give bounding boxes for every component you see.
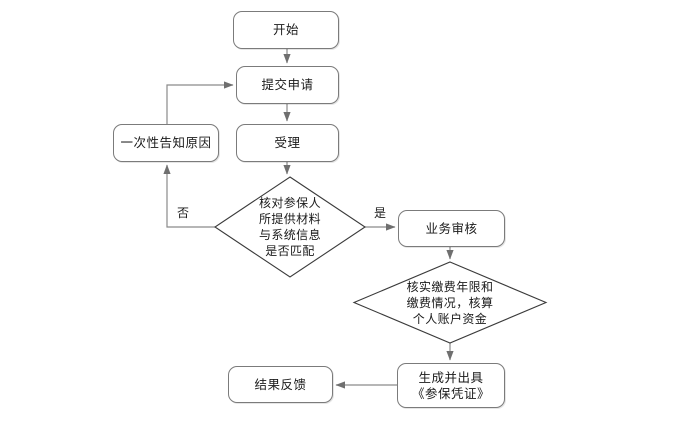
decision-material-match-shape	[214, 176, 366, 278]
node-result-feedback-label: 结果反馈	[254, 376, 307, 392]
node-business-review[interactable]: 业务审核	[398, 210, 505, 247]
node-accept-case[interactable]: 受理	[236, 124, 339, 162]
node-one-time-notice-reason[interactable]: 一次性告知原因	[113, 124, 219, 162]
decision-verify-payment-shape	[352, 261, 548, 344]
node-decision-verify-payment[interactable]: 核实缴费年限和 缴费情况，核算 个人账户资金	[352, 261, 548, 344]
node-result-feedback[interactable]: 结果反馈	[228, 366, 333, 403]
node-start-label: 开始	[272, 22, 299, 37]
node-decision-verify-payment-label: 核实缴费年限和 缴费情况，核算 个人账户资金	[406, 279, 494, 326]
edge-notify-to-submit	[166, 81, 234, 124]
node-accept-case-label: 受理	[274, 135, 301, 150]
node-start[interactable]: 开始	[233, 11, 339, 49]
node-one-time-notice-reason-label: 一次性告知原因	[120, 135, 212, 150]
node-business-review-label: 业务审核	[425, 220, 478, 236]
edge-label-yes: 是	[374, 206, 387, 220]
node-submit-application-label: 提交申请	[261, 77, 314, 92]
node-issue-certificate-label: 生成并出具 《参保凭证》	[411, 369, 490, 401]
node-decision-material-match-label: 核对参保人 所提供材料 与系统信息 是否匹配	[258, 196, 321, 258]
node-issue-certificate[interactable]: 生成并出具 《参保凭证》	[397, 363, 505, 408]
edge-check1-to-notify	[163, 164, 215, 228]
node-decision-material-match[interactable]: 核对参保人 所提供材料 与系统信息 是否匹配	[214, 176, 366, 278]
node-submit-application[interactable]: 提交申请	[236, 66, 339, 104]
edge-label-no: 否	[177, 206, 190, 220]
